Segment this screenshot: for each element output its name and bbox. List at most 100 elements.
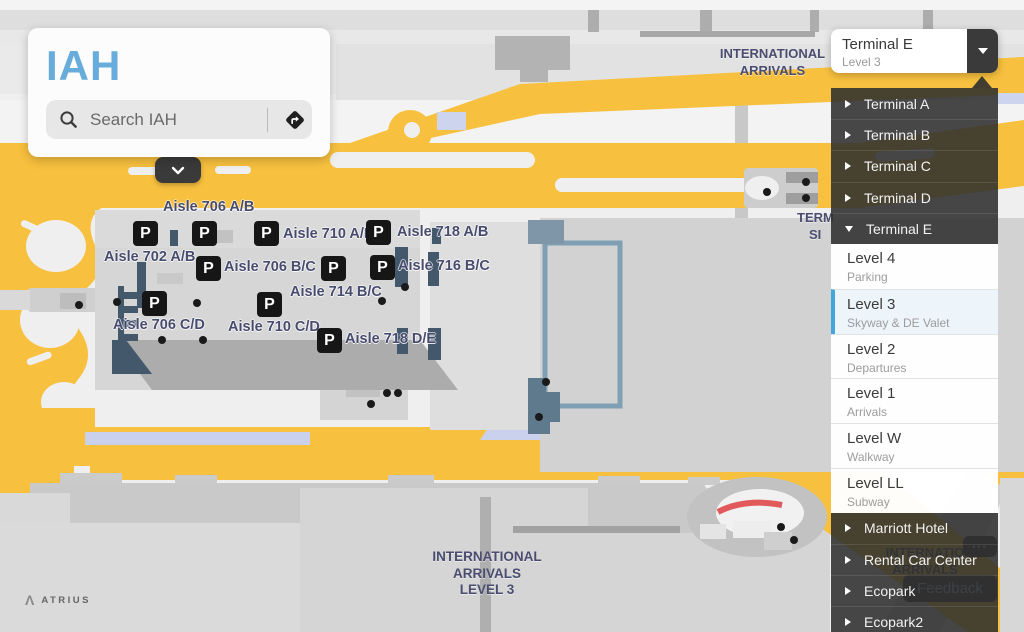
search-icon	[59, 110, 78, 129]
poi-dot	[378, 297, 386, 305]
terminal-item-label: Terminal A	[864, 95, 930, 112]
intl-arrivals-line: ARRIVALS	[452, 565, 521, 581]
poi-dot	[367, 400, 375, 408]
poi-dot	[542, 378, 550, 386]
level-item-label: Level 4	[847, 249, 896, 267]
caret-down-icon	[977, 48, 988, 54]
level-item-w[interactable]: Level W Walkway	[831, 423, 998, 468]
aisle-label: Aisle 702 A/B	[104, 249, 196, 265]
parking-marker-glyph: P	[149, 294, 160, 312]
collapse-search-button[interactable]	[155, 157, 201, 183]
caret-right-icon	[845, 556, 851, 564]
aisle-label: Aisle 706 A/B	[163, 199, 255, 215]
intl-arrivals-line: LEVEL 3	[459, 582, 515, 597]
intl-arrivals-level3-label: INTERNATIONAL ARRIVALS LEVEL 3	[412, 549, 562, 599]
caret-right-icon	[845, 524, 851, 533]
aisle-label: Aisle 710 A/B	[283, 226, 375, 242]
skyway-outline	[542, 240, 623, 409]
place-item-rental-car-center[interactable]: Rental Car Center	[831, 543, 998, 576]
atrius-logo-text: ATRIUS	[41, 594, 91, 606]
parking-marker-glyph: P	[328, 259, 339, 277]
level-item-sublabel: Arrivals	[847, 405, 888, 420]
terminal-item-a[interactable]: Terminal A	[831, 88, 998, 120]
level-item-label: Level W	[847, 430, 902, 448]
poi-dot	[535, 413, 543, 421]
parking-marker[interactable]: P	[254, 221, 279, 246]
hotel-roundabout	[687, 477, 827, 557]
parking-marker[interactable]: P	[321, 256, 346, 281]
search-card: IAH	[28, 28, 330, 157]
poi-dot	[199, 336, 207, 344]
place-item-label: Marriott Hotel	[864, 520, 949, 537]
parking-marker[interactable]: P	[370, 255, 395, 280]
terminal-item-c[interactable]: Terminal C	[831, 150, 998, 182]
poi-dot	[802, 194, 810, 202]
poi-dot	[802, 178, 810, 186]
level-item-label: Level LL	[847, 474, 904, 492]
selected-terminal-title: Terminal E	[842, 36, 913, 53]
parking-marker[interactable]: P	[257, 292, 282, 317]
parking-marker[interactable]: P	[133, 221, 158, 246]
intl-arrivals-top-label: INTERNATIONAL ARRIVALS	[700, 46, 845, 79]
place-item-marriott-hotel[interactable]: Marriott Hotel	[831, 512, 998, 544]
place-item-label: Rental Car Center	[864, 552, 977, 568]
level-item-label: Level 2	[847, 340, 896, 358]
directions-icon	[286, 110, 304, 129]
parking-marker[interactable]: P	[317, 328, 342, 353]
caret-right-icon	[845, 162, 851, 171]
level-item-sublabel: Subway	[847, 494, 890, 509]
terminal-item-label: Terminal B	[864, 127, 931, 144]
level-item-1[interactable]: Level 1 Arrivals	[831, 378, 998, 424]
caret-right-icon	[845, 99, 851, 108]
level-item-label: Level 3	[847, 295, 896, 313]
selected-terminal: Terminal E Level 3	[831, 29, 967, 73]
parking-marker[interactable]: P	[366, 220, 391, 245]
walkway-cluster	[744, 168, 818, 208]
parking-marker-glyph: P	[324, 331, 335, 349]
intl-arrivals-line: INTERNATIONAL	[432, 549, 542, 564]
search-bar[interactable]	[46, 100, 312, 139]
parking-marker-glyph: P	[261, 224, 272, 242]
poi-dot	[763, 188, 771, 196]
terminal-item-label: Terminal C	[864, 158, 931, 175]
place-item-ecopark2[interactable]: Ecopark2	[831, 606, 998, 632]
red-accent-arc	[716, 499, 783, 515]
poi-dot	[113, 298, 121, 306]
level-selector-list: Terminal A Terminal B Terminal C Termina…	[831, 88, 998, 632]
panel-pointer	[972, 76, 992, 88]
level-item-3-selected[interactable]: Level 3 Skyway & DE Valet	[831, 288, 998, 334]
search-input[interactable]	[88, 108, 267, 131]
level-selector-header[interactable]: Terminal E Level 3	[831, 29, 998, 73]
caret-right-icon	[845, 587, 851, 596]
parking-marker[interactable]: P	[192, 221, 217, 246]
level-item-4[interactable]: Level 4 Parking	[831, 243, 998, 289]
aisle-label: Aisle 714 B/C	[290, 284, 382, 300]
aisle-label: Aisle 710 C/D	[228, 319, 320, 335]
parking-marker-glyph: P	[377, 258, 388, 276]
aisle-label: Aisle 718 A/B	[397, 224, 489, 240]
place-item-ecopark[interactable]: Ecopark	[831, 575, 998, 607]
iah-logo: IAH	[46, 42, 122, 89]
terminal-item-d[interactable]: Terminal D	[831, 181, 998, 213]
aisle-label: Aisle 716 B/C	[398, 258, 490, 274]
parking-marker[interactable]: P	[196, 256, 221, 281]
terminal-fragment-line: SI	[809, 226, 822, 242]
terminal-item-b[interactable]: Terminal B	[831, 119, 998, 151]
caret-down-icon	[845, 225, 853, 232]
parking-marker-glyph: P	[140, 224, 151, 242]
terminal-fragment-line: TERM	[797, 210, 834, 225]
level-item-ll[interactable]: Level LL Subway	[831, 467, 998, 513]
poi-dot	[75, 301, 83, 309]
terminal-item-e-expanded[interactable]: Terminal E	[831, 212, 998, 244]
poi-dot	[394, 389, 402, 397]
level-selector-panel: Terminal E Level 3 Terminal A Terminal B…	[831, 29, 998, 632]
caret-right-icon	[845, 131, 851, 140]
level-selector-toggle[interactable]	[967, 29, 998, 73]
parking-marker-glyph: P	[264, 295, 275, 313]
level-item-2[interactable]: Level 2 Departures	[831, 333, 998, 379]
directions-button[interactable]	[278, 100, 312, 139]
parking-marker[interactable]: P	[142, 291, 167, 316]
poi-dot	[383, 389, 391, 397]
aisle-label: Aisle 706 B/C	[224, 259, 316, 275]
